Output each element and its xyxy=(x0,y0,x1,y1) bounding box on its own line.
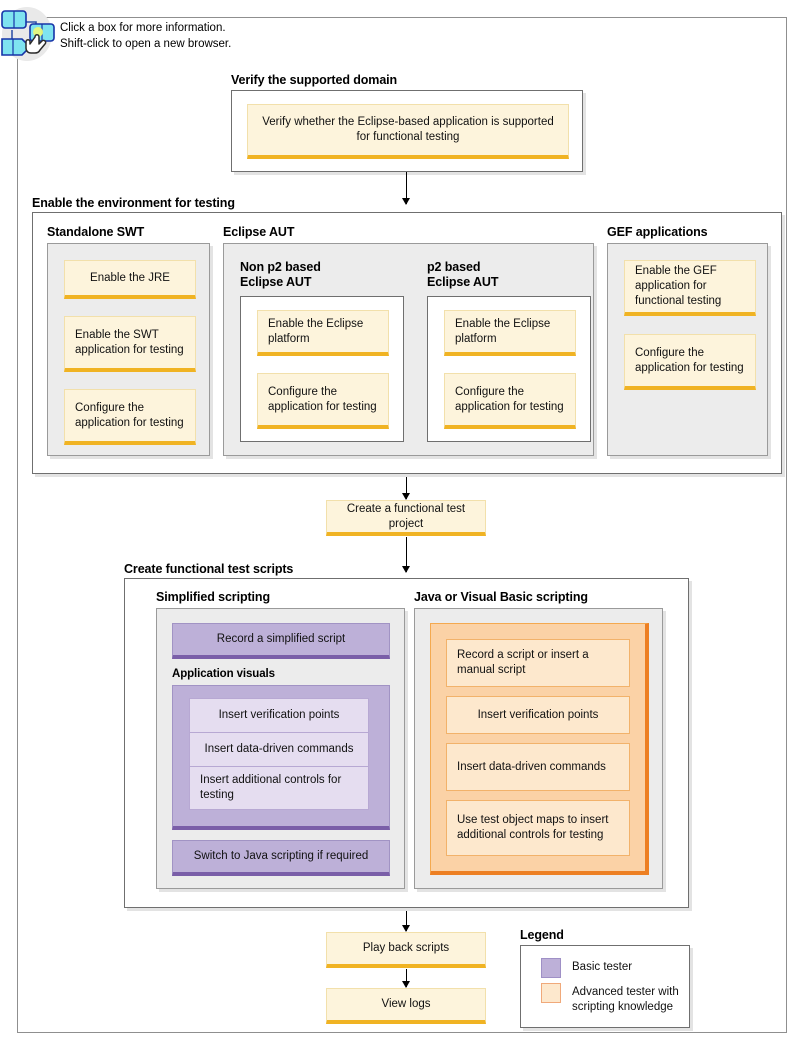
subsection-title-p2: p2 based Eclipse AUT xyxy=(427,260,498,290)
node-enable-gef-app[interactable]: Enable the GEF application for functiona… xyxy=(624,260,756,316)
node-label: Enable the SWT application for testing xyxy=(75,328,184,356)
panel-non-p2-eclipse-aut: Enable the Eclipse platform Configure th… xyxy=(240,296,404,442)
flowchart-click-icon xyxy=(0,6,62,62)
hint-line-2: Shift-click to open a new browser. xyxy=(60,38,232,50)
node-label: Enable the GEF application for functiona… xyxy=(635,265,722,307)
legend-item-basic-tester: Basic tester xyxy=(541,958,683,978)
non-p2-title-line-2: Eclipse AUT xyxy=(240,275,312,289)
arrowhead-enable-env xyxy=(402,198,410,205)
node-view-logs[interactable]: View logs xyxy=(326,988,486,1024)
node-label: Configure the application for testing xyxy=(268,385,377,413)
connector-enable-to-project xyxy=(406,477,407,499)
legend-box: Basic tester Advanced tester with script… xyxy=(520,945,690,1028)
node-nonp2-configure-app[interactable]: Configure the application for testing xyxy=(257,373,389,429)
node-label: Insert data-driven commands xyxy=(204,743,354,755)
node-label: Insert verification points xyxy=(477,708,599,721)
node-label: Create a functional test project xyxy=(346,502,466,530)
panel-p2-eclipse-aut: Enable the Eclipse platform Configure th… xyxy=(427,296,591,442)
subsection-title-eclipse-aut: Eclipse AUT xyxy=(223,225,295,239)
container-java-vb-steps: Record a script or insert a manual scrip… xyxy=(430,623,649,875)
hint-text: Click a box for more information. Shift-… xyxy=(60,20,231,52)
node-label: Use test object maps to insert additiona… xyxy=(457,814,609,841)
subsection-title-gef: GEF applications xyxy=(607,225,708,239)
node-label: Play back scripts xyxy=(362,942,450,954)
panel-gef-applications: Enable the GEF application for functiona… xyxy=(607,243,768,456)
legend-swatch-basic-tester xyxy=(541,958,561,978)
container-application-visuals: Insert verification points Insert data-d… xyxy=(172,685,390,830)
node-record-or-insert-manual-script[interactable]: Record a script or insert a manual scrip… xyxy=(446,639,630,687)
icon-guide-line xyxy=(17,60,18,1018)
node-switch-to-java-scripting[interactable]: Switch to Java scripting if required xyxy=(172,840,390,876)
node-p2-configure-app[interactable]: Configure the application for testing xyxy=(444,373,576,429)
subsection-title-non-p2: Non p2 based Eclipse AUT xyxy=(240,260,321,290)
label-application-visuals: Application visuals xyxy=(172,668,275,680)
hint-banner: Click a box for more information. Shift-… xyxy=(0,6,300,62)
node-label: Enable the Eclipse platform xyxy=(455,317,551,345)
legend-item-advanced-tester: Advanced tester with scripting knowledge xyxy=(541,983,683,1015)
node-label: Verify whether the Eclipse-based applica… xyxy=(262,116,554,143)
node-configure-gef-app[interactable]: Configure the application for testing xyxy=(624,334,756,390)
node-configure-swt-app[interactable]: Configure the application for testing xyxy=(64,389,196,445)
node-label: Switch to Java scripting if required xyxy=(193,850,369,862)
node-label: Insert verification points xyxy=(218,709,340,721)
node-enable-swt-app[interactable]: Enable the SWT application for testing xyxy=(64,316,196,372)
node-insert-data-driven-commands-simplified[interactable]: Insert data-driven commands xyxy=(189,732,369,767)
legend-label-basic-tester: Basic tester xyxy=(572,961,633,973)
panel-eclipse-aut: Non p2 based Eclipse AUT Enable the Ecli… xyxy=(223,243,594,456)
node-insert-data-driven-commands-java[interactable]: Insert data-driven commands xyxy=(446,743,630,791)
section-title-verify: Verify the supported domain xyxy=(231,73,398,87)
node-label: View logs xyxy=(381,998,431,1010)
arrowhead-view-logs xyxy=(402,981,410,988)
node-create-functional-test-project[interactable]: Create a functional test project xyxy=(326,500,486,536)
group-enable-environment: Standalone SWT Enable the JRE Enable the… xyxy=(32,212,782,474)
p2-title-line-1: p2 based xyxy=(427,260,481,274)
node-label: Record a simplified script xyxy=(216,633,346,645)
arrowhead-playback xyxy=(402,925,410,932)
connector-project-to-scripts xyxy=(406,537,407,572)
node-enable-jre[interactable]: Enable the JRE xyxy=(64,260,196,299)
section-title-enable-env: Enable the environment for testing xyxy=(32,196,235,210)
legend-title: Legend xyxy=(520,928,564,942)
node-label: Enable the JRE xyxy=(90,271,170,284)
node-insert-verification-points-java[interactable]: Insert verification points xyxy=(446,696,630,734)
connector-verify-to-enable xyxy=(406,172,407,204)
connector-scripts-to-playback xyxy=(406,911,407,931)
p2-title-line-2: Eclipse AUT xyxy=(427,275,499,289)
node-label: Configure the application for testing xyxy=(635,346,744,374)
legend-swatch-advanced-tester xyxy=(541,983,561,1003)
node-use-test-object-maps[interactable]: Use test object maps to insert additiona… xyxy=(446,800,630,856)
node-label: Configure the application for testing xyxy=(455,385,564,413)
node-label: Configure the application for testing xyxy=(75,401,184,429)
panel-simplified-scripting: Record a simplified script Application v… xyxy=(156,608,405,889)
node-verify-supported[interactable]: Verify whether the Eclipse-based applica… xyxy=(247,104,569,159)
section-title-create-scripts: Create functional test scripts xyxy=(124,562,294,576)
node-label: Record a script or insert a manual scrip… xyxy=(457,649,589,676)
arrowhead-create-project xyxy=(402,493,410,500)
node-label: Insert data-driven commands xyxy=(457,760,606,773)
panel-standalone-swt: Enable the JRE Enable the SWT applicatio… xyxy=(47,243,210,456)
subsection-title-java-vb-scripting: Java or Visual Basic scripting xyxy=(414,590,588,604)
subsection-title-standalone-swt: Standalone SWT xyxy=(47,225,145,239)
hint-line-1: Click a box for more information. xyxy=(60,22,226,34)
node-label: Insert additional controls for testing xyxy=(200,774,342,801)
connector-playback-to-logs xyxy=(406,969,407,987)
subsection-title-simplified-scripting: Simplified scripting xyxy=(156,590,270,604)
node-play-back-scripts[interactable]: Play back scripts xyxy=(326,932,486,968)
node-record-simplified-script[interactable]: Record a simplified script xyxy=(172,623,390,659)
group-verify-domain: Verify whether the Eclipse-based applica… xyxy=(231,90,583,172)
node-insert-additional-controls-simplified[interactable]: Insert additional controls for testing xyxy=(189,766,369,810)
non-p2-title-line-1: Non p2 based xyxy=(240,260,321,274)
panel-java-vb-scripting: Record a script or insert a manual scrip… xyxy=(414,608,663,889)
arrowhead-create-scripts xyxy=(402,566,410,573)
node-nonp2-enable-platform[interactable]: Enable the Eclipse platform xyxy=(257,310,389,356)
legend-label-advanced-tester: Advanced tester with scripting knowledge xyxy=(572,986,679,1013)
node-insert-verification-points-simplified[interactable]: Insert verification points xyxy=(189,698,369,733)
node-p2-enable-platform[interactable]: Enable the Eclipse platform xyxy=(444,310,576,356)
group-create-functional-test-scripts: Simplified scripting Record a simplified… xyxy=(124,578,689,908)
node-label: Enable the Eclipse platform xyxy=(268,317,364,345)
